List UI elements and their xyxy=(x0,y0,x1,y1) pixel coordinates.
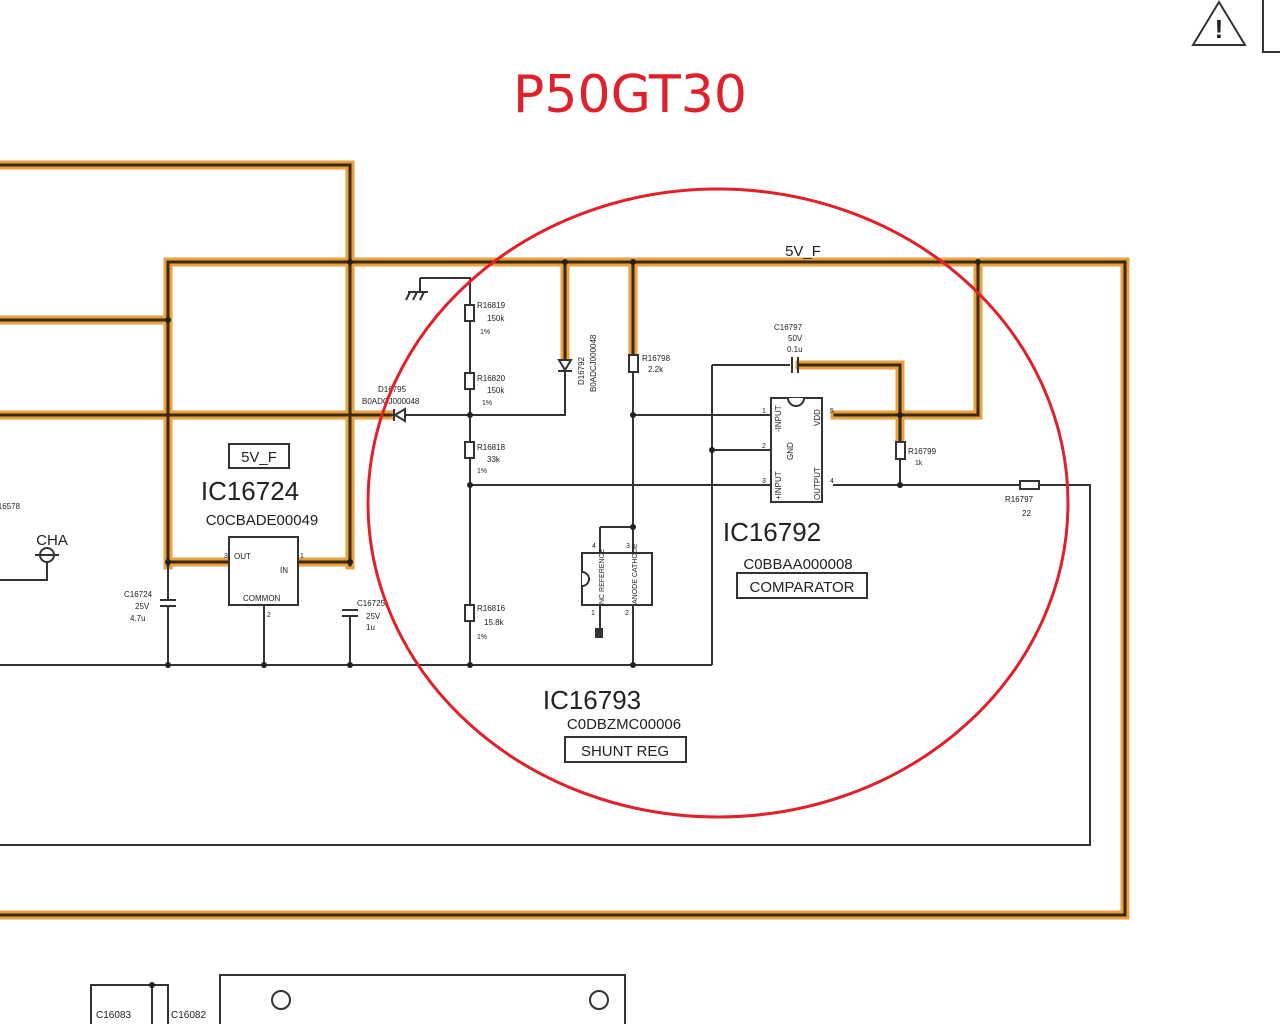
ic16792-pins-n2-label: 2 xyxy=(762,443,766,450)
components-r16799-ref-label: R16799 xyxy=(908,447,937,456)
partial-label-bottom2: C16082 xyxy=(171,1010,206,1021)
ic16792-pins-p3-label: +INPUT xyxy=(774,471,783,500)
signal-wires xyxy=(0,277,1091,846)
resistor-r16816[interactable]: R16816 15.8k 1% xyxy=(464,604,506,641)
resistor-r16797[interactable]: R16797 22 xyxy=(1005,480,1040,518)
warning-triangle-icon[interactable]: ! xyxy=(1191,0,1247,46)
mounting-hole-icon xyxy=(589,990,609,1010)
components-r16797-value-label: 22 xyxy=(1022,509,1031,518)
components-d16792-part-label: B0ADCJ000048 xyxy=(589,334,598,392)
components-r16797-ref-label: R16797 xyxy=(1005,495,1034,504)
svg-text:!: ! xyxy=(1215,14,1224,44)
ic16793-name-label: IC16793 xyxy=(543,685,641,715)
ic16792-pins-n4-label: 4 xyxy=(830,478,834,485)
ic16793-pins-n4-label: 4 xyxy=(592,543,596,550)
net-5v-f-wires xyxy=(0,160,1130,920)
partial-label-bottom1: C16083 xyxy=(96,1010,131,1021)
components-c16724-voltage-label: 25V xyxy=(135,602,150,611)
ic16793-function-label: SHUNT REG xyxy=(581,743,669,760)
ic16724-part-label: C0CBADE00049 xyxy=(206,512,319,529)
ic16792-pins-p5-label: VDD xyxy=(813,409,822,426)
ic16792-comparator[interactable]: -INPUT GND +INPUT OUTPUT VDD 1 2 3 4 5 I… xyxy=(723,397,868,599)
ic16724-pins-p3-label: 3 xyxy=(224,553,228,560)
components-r16819-ref-label: R16819 xyxy=(477,301,506,310)
ic16792-name-label: IC16792 xyxy=(723,517,821,547)
components-r16819-value-label: 150k xyxy=(487,314,505,323)
ic16793-shunt-regulator[interactable]: NC REFERENCE ANODE CATHODE 4 3 1 2 IC167… xyxy=(543,543,687,763)
ic16724-pins-p1-label: 1 xyxy=(300,553,304,560)
ic16792-pins-p2-label: GND xyxy=(786,442,795,460)
components-r16798-ref-label: R16798 xyxy=(642,354,671,363)
ic16792-pins-n3-label: 3 xyxy=(762,478,766,485)
ic16793-pins-right-label: ANODE CATHODE xyxy=(632,543,639,604)
components-r16820-ref-label: R16820 xyxy=(477,374,506,383)
components-r16818-value-label: 33k xyxy=(487,455,501,464)
ic16793-pins-n2-label: 2 xyxy=(625,610,629,617)
diode-d16792[interactable]: D16792 B0ADCJ000048 xyxy=(557,334,598,392)
resistor-r16798[interactable]: R16798 2.2k xyxy=(628,354,671,374)
highlight-ellipse xyxy=(366,187,1070,819)
page-title: P50GT30 xyxy=(513,65,747,125)
components-c16797-voltage-label: 50V xyxy=(788,334,803,343)
resistor-r16820[interactable]: R16820 150k 1% xyxy=(464,372,506,407)
capacitor-c16725[interactable]: C16725 25V 1u xyxy=(342,599,386,632)
bottom-partial-components: C16083 C16082 xyxy=(90,974,626,1024)
components-r16816-ref-label: R16816 xyxy=(477,604,506,613)
connector-tab-icon xyxy=(595,628,603,638)
components-d16792-ref-label: D16792 xyxy=(577,356,586,385)
ic16792-pins-p1-label: -INPUT xyxy=(774,405,783,432)
ic16724-pins-p2-label: 2 xyxy=(267,612,271,619)
mounting-hole-icon xyxy=(271,990,291,1010)
connector-cha[interactable]: CHA xyxy=(35,532,68,563)
ic16793-part-label: C0DBZMC00006 xyxy=(567,716,681,733)
connector-label-label: CHA xyxy=(36,532,68,549)
components-r16818-ref-label: R16818 xyxy=(477,443,506,452)
ic16724-pins-in-label: IN xyxy=(280,566,288,575)
components-c16725-value-label: 1u xyxy=(366,623,375,632)
components-c16725-voltage-label: 25V xyxy=(366,612,381,621)
ic16724-name-label: IC16724 xyxy=(201,476,299,506)
components-r16816-value-label: 15.8k xyxy=(484,618,505,627)
components-r16818-tol-label: 1% xyxy=(477,468,487,475)
capacitor-c16797[interactable]: C16797 50V 0.1u xyxy=(774,323,803,373)
components-r16798-value-label: 2.2k xyxy=(648,365,664,374)
components-r16799-value-label: 1k xyxy=(915,460,923,467)
components-c16797-value-label: 0.1u xyxy=(787,345,803,354)
components-r16819-tol-label: 1% xyxy=(480,329,490,336)
components-r16820-tol-label: 1% xyxy=(482,400,492,407)
junction-dots xyxy=(165,259,981,668)
ic16724-pins-common-label: COMMON xyxy=(243,594,281,603)
ic16793-pins-n1-label: 1 xyxy=(591,610,595,617)
page-border xyxy=(1262,0,1280,53)
components-r16820-value-label: 150k xyxy=(487,386,505,395)
net-label-5v-f: 5V_F xyxy=(785,243,821,260)
ground-symbol-icon xyxy=(405,278,428,301)
components-c16724-ref-label: C16724 xyxy=(124,590,153,599)
ic16793-pins-n3-label: 3 xyxy=(626,543,630,550)
resistor-r16799[interactable]: R16799 1k xyxy=(895,441,937,467)
capacitor-c16724[interactable]: C16724 25V 4.7u xyxy=(124,565,176,623)
components-c16797-ref-label: C16797 xyxy=(774,323,803,332)
components-c16725-ref-label: C16725 xyxy=(357,599,386,608)
ic16724-regulator[interactable]: 5V_F IC16724 C0CBADE00049 OUT IN COMMON … xyxy=(201,443,319,619)
components-d16795-part-label: B0ADCJ000048 xyxy=(362,397,420,406)
components-c16724-value-label: 4.7u xyxy=(130,614,146,623)
components-r16816-tol-label: 1% xyxy=(477,634,487,641)
ic16792-pins-n1-label: 1 xyxy=(762,408,766,415)
partial-label-left: C16578 xyxy=(0,502,21,511)
ic16793-pins-left-label: NC REFERENCE xyxy=(599,548,606,604)
resistor-r16818[interactable]: R16818 33k 1% xyxy=(464,441,506,475)
resistor-r16819[interactable]: R16819 150k 1% xyxy=(464,301,506,336)
ic16792-function-label: COMPARATOR xyxy=(749,579,854,596)
ic16724-supply_tag-label: 5V_F xyxy=(241,449,277,466)
ic16792-pins-n5-label: 5 xyxy=(830,408,834,415)
ic16724-pins-out-label: OUT xyxy=(234,552,251,561)
ic16792-part-label: C0BBAA000008 xyxy=(743,556,852,573)
ic16792-pins-p4-label: OUTPUT xyxy=(813,467,822,500)
